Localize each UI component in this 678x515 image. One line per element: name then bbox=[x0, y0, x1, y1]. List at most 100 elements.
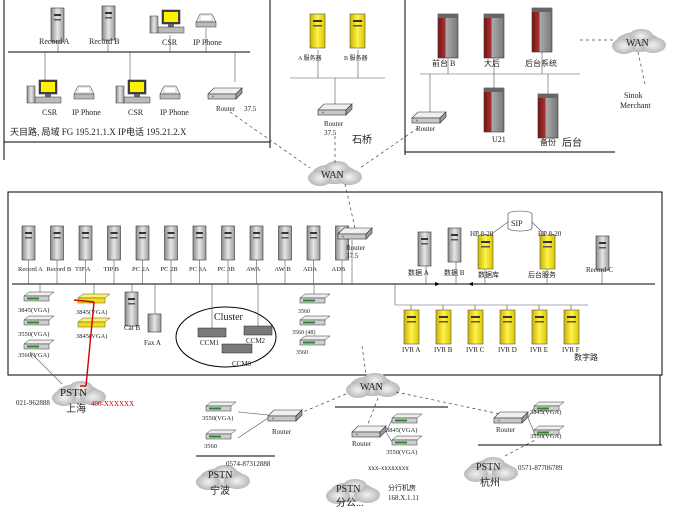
top-right-site: 前台 B 大后 后台系统 U21 备份 Router 后台 WAN Sinok … bbox=[411, 7, 666, 149]
router-icon-top-right bbox=[411, 111, 447, 124]
branch-note: 分行机房 bbox=[388, 483, 416, 492]
ningbo-gateway-icon-1 bbox=[205, 401, 237, 412]
top-right-srv4-label: U21 bbox=[492, 135, 506, 144]
router-icon-top-middle bbox=[317, 103, 353, 116]
ip-phone-icon bbox=[195, 13, 217, 28]
main-server-label: PC 2B bbox=[161, 266, 179, 273]
merchant-label-line2: Merchant bbox=[620, 101, 651, 110]
gateway-icon-3 bbox=[23, 339, 55, 350]
ivr-server-icon bbox=[531, 309, 548, 345]
top-right-srv1-label: 前台 B bbox=[432, 58, 455, 68]
pstn-shanghai: PSTN 上海 021-962888 400-XXXXXX bbox=[16, 299, 134, 415]
main-server-label: PC 3B bbox=[218, 266, 236, 273]
record-c-label: Record-C bbox=[586, 266, 614, 274]
router-top-left-sub: 37.5 bbox=[244, 105, 257, 113]
hangzhou-gateway-label-2: 3550(VGA) bbox=[530, 433, 561, 440]
ningbo-router-label: Router bbox=[272, 428, 292, 436]
ivr-server-icon bbox=[499, 309, 516, 345]
app-b-label: 后台服务 bbox=[528, 270, 556, 279]
main-server-icon bbox=[278, 225, 292, 261]
pstn-shanghai-title: PSTN bbox=[60, 387, 87, 399]
record-b-label: Record B bbox=[89, 37, 119, 46]
pstn-hangzhou: Router 3845(VGA) 3550(VGA) 0571-87706789… bbox=[464, 375, 662, 489]
top-left-site: Record A Record B CSR IP Phone CSR IP Ph… bbox=[8, 5, 257, 137]
record-b-server-icon bbox=[101, 5, 116, 41]
switch-label-1: 3560 bbox=[298, 309, 310, 315]
ccm1-label: CCM1 bbox=[200, 339, 220, 347]
top-left-address-line: 天目路, 局域 FG 195.21.1.X IP电话 195.21.2.X bbox=[10, 126, 187, 137]
branch-router-icon bbox=[351, 425, 387, 438]
main-server-label: TIP B bbox=[104, 266, 120, 273]
red-server-icon-3 bbox=[531, 7, 553, 53]
top-right-site-label: 后台 bbox=[562, 136, 582, 149]
fax-label: Fax A bbox=[144, 339, 161, 347]
main-server-label: Record A bbox=[18, 266, 43, 273]
ivr-group-label: 数字路 bbox=[574, 352, 598, 362]
router-top-left-label: Router bbox=[216, 105, 236, 113]
main-server-label: ADB bbox=[332, 266, 346, 273]
ivr-server-icon bbox=[435, 309, 452, 345]
gateway-yellow-icon-2 bbox=[77, 317, 111, 328]
switch-icon-1 bbox=[299, 293, 331, 304]
app-a-server-icon bbox=[477, 234, 494, 270]
red-server-icon-4 bbox=[483, 87, 505, 133]
merchant-label-line1: Sinok bbox=[624, 91, 643, 100]
router-main-label: Router bbox=[346, 244, 366, 252]
branch-gateway-label-1: 3845(VGA) bbox=[386, 427, 417, 434]
main-server-icon bbox=[306, 225, 321, 261]
ivr-label: IVR E bbox=[530, 346, 548, 354]
db-b-server-icon bbox=[447, 227, 462, 263]
ningbo-gateway-label-2: 3560 bbox=[204, 443, 217, 450]
main-server-label: Record B bbox=[47, 266, 72, 273]
ip-phone-icon-3 bbox=[159, 85, 181, 100]
top-right-srv5-label: 备份 bbox=[540, 137, 556, 147]
csr-pc-icon bbox=[149, 9, 185, 34]
top-middle-site-label: 石桥 bbox=[352, 134, 372, 146]
router-main-sub: 37.5 bbox=[346, 252, 359, 260]
pstn-hangzhou-city: 杭州 bbox=[480, 476, 500, 489]
switch-label-2: 3560 (48) bbox=[292, 329, 316, 336]
branch-router-label: Router bbox=[352, 440, 372, 448]
main-server-icon bbox=[107, 225, 121, 261]
router-top-right-label: Router bbox=[416, 125, 436, 133]
db-b-label: 数据 B bbox=[444, 268, 465, 277]
csr-pc-icon-2 bbox=[26, 79, 62, 104]
pstn-ningbo-city: 宁波 bbox=[210, 484, 230, 497]
top-right-srv2-label: 大后 bbox=[484, 58, 500, 68]
top-middle-srv2-label: B 服务器 bbox=[344, 54, 368, 62]
branch-gateway-label-2: 3550(VGA) bbox=[386, 449, 417, 456]
hp-b-label: HP 8-20 bbox=[538, 230, 562, 238]
pstn-shanghai-number: 021-962888 bbox=[16, 399, 50, 407]
hp-a-label: HP 8-20 bbox=[470, 230, 494, 238]
csr-bottom1-label: CSR bbox=[42, 108, 58, 117]
red-server-icon-1 bbox=[437, 13, 459, 59]
cat-b-label: Cat B bbox=[124, 324, 140, 332]
record-c-server-icon bbox=[595, 235, 610, 271]
db-a-server-icon bbox=[417, 231, 432, 267]
router-icon-top-left bbox=[207, 87, 243, 100]
main-server-label: AWA bbox=[246, 266, 261, 273]
ip-phone-bottom2-label: IP Phone bbox=[160, 108, 189, 117]
fax-icon bbox=[147, 313, 162, 333]
wan-center-label: WAN bbox=[321, 170, 344, 181]
gateway-icon-2 bbox=[23, 315, 55, 326]
ivr-server-icon bbox=[403, 309, 420, 345]
ningbo-gateway-icon-2 bbox=[205, 429, 237, 440]
pstn-shanghai-city: 上海 bbox=[66, 402, 86, 415]
pstn-ningbo-title: PSTN bbox=[208, 470, 232, 481]
main-server-icon bbox=[135, 225, 150, 261]
gateway-yellow-label-2: 3845(VGA) bbox=[76, 333, 107, 340]
red-server-icon-5 bbox=[537, 93, 559, 139]
router-top-middle-sub: 37.5 bbox=[324, 129, 337, 137]
record-a-label: Record A bbox=[39, 37, 70, 46]
main-server-icon bbox=[164, 225, 178, 261]
main-server-icon bbox=[192, 225, 207, 261]
main-server-label: ADA bbox=[303, 266, 317, 273]
router-icon-main bbox=[337, 227, 373, 240]
ningbo-gateway-label: 3550(VGA) bbox=[202, 415, 233, 422]
yellow-server-icon-2 bbox=[349, 13, 366, 49]
hangzhou-number: 0571-87706789 bbox=[518, 464, 563, 472]
